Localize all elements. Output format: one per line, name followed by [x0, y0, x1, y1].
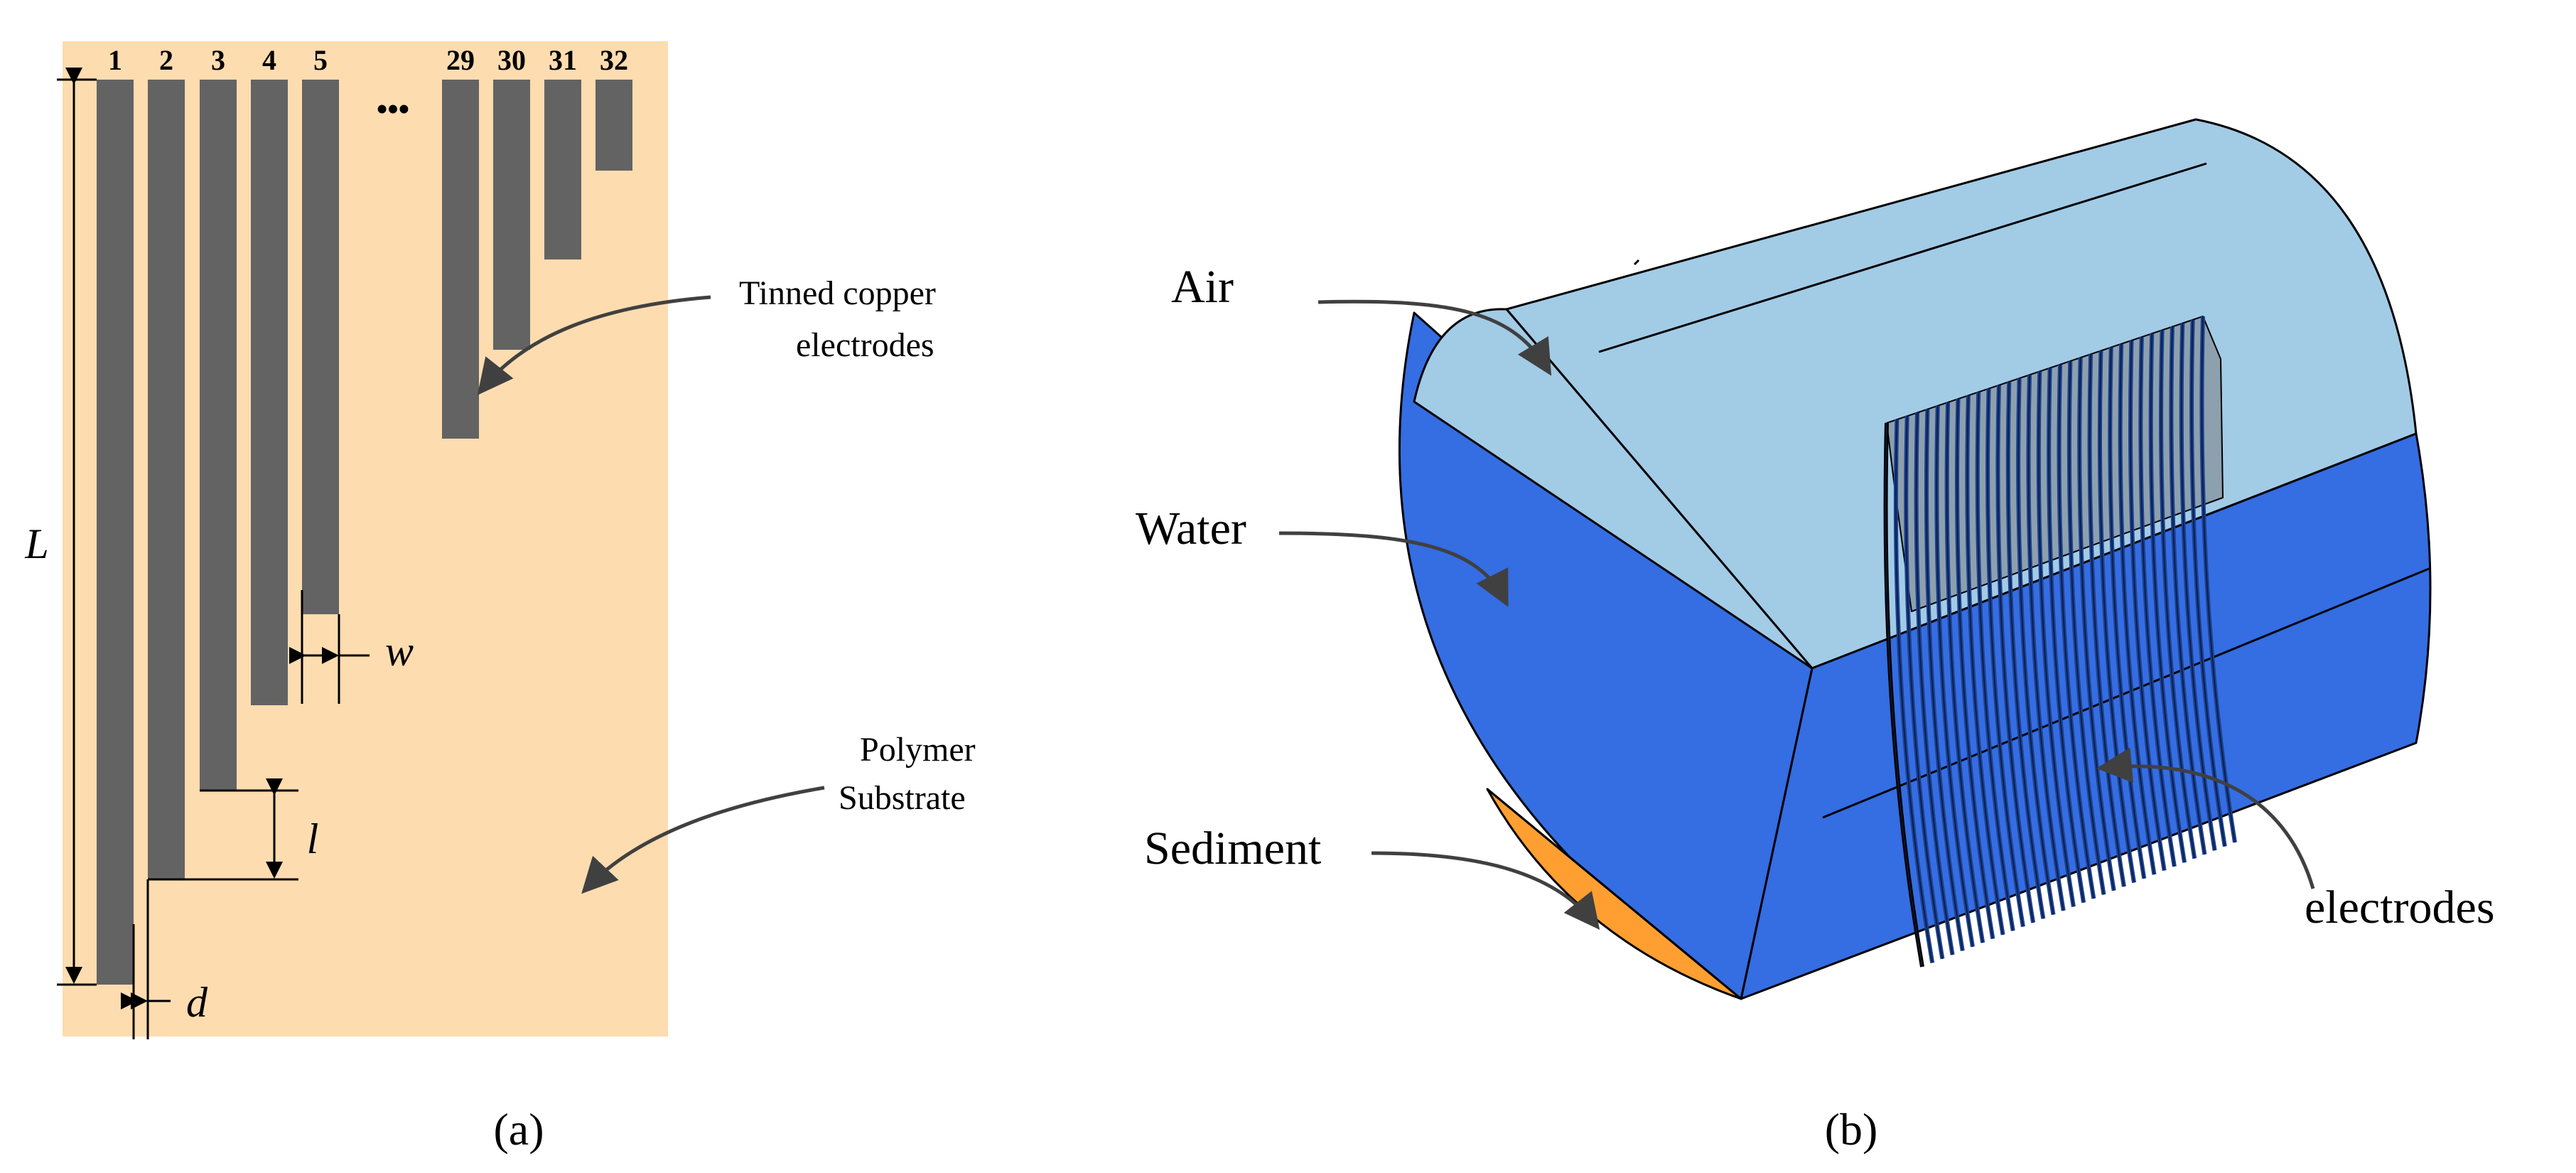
electrode-strip-29	[442, 80, 479, 439]
electrode-ring-edge	[1936, 405, 1973, 947]
electrode-number-29: 29	[446, 44, 475, 76]
electrode-ring-edge	[2170, 326, 2206, 855]
electrode-ring-edge	[2038, 371, 2074, 907]
electrode-ring-edge	[2140, 337, 2175, 867]
electrode-ring-edge	[1885, 422, 1923, 968]
electrode-ring-edge	[1915, 412, 1953, 955]
electrode-ring-edge	[2079, 358, 2115, 891]
electrode-number-3: 3	[211, 44, 225, 76]
polymer-substrate-arrow	[581, 786, 825, 894]
electrode-strip-4	[251, 80, 288, 705]
electrode-ring-edge	[2069, 360, 2105, 895]
electrode-ring-edge	[1926, 409, 1963, 951]
electrode-number-1: 1	[108, 44, 122, 76]
electrodes-arrow	[2096, 747, 2315, 889]
electrode-ring-edge	[2017, 378, 2054, 915]
electrode-ring-edge	[2201, 316, 2236, 843]
electrodes-3d	[1883, 316, 2237, 968]
air-label: Air	[1171, 261, 1234, 313]
sediment-arrow	[1371, 851, 1600, 930]
dimension-w	[289, 590, 370, 704]
sediment-label: Sediment	[1144, 823, 1321, 874]
tinned-electrodes-label: Tinned copper electrodes	[739, 274, 944, 364]
electrode-ring-edge	[2008, 381, 2044, 919]
electrode-strip-1	[97, 80, 134, 985]
electrode-ring-edge	[2160, 330, 2195, 859]
electrode-ring-edge	[1976, 392, 2014, 931]
electrode-ring-edge	[1895, 419, 1933, 963]
electrode-strips	[97, 80, 632, 985]
dimension-L	[57, 68, 97, 986]
dimension-d-label: d	[186, 979, 208, 1026]
caption-b: (b)	[1825, 1104, 1878, 1155]
electrode-ring-edge	[1946, 402, 1983, 943]
electrode-ring-edge	[2181, 323, 2216, 851]
electrode-ring-edge	[1987, 388, 2024, 927]
electrode-strip-32	[596, 80, 632, 171]
dimension-l	[148, 778, 298, 881]
tinned-electrodes-arrow	[477, 295, 711, 395]
dimension-l-label: l	[307, 815, 319, 862]
electrode-ring-edge	[1956, 399, 1994, 939]
electrode-strip-3	[200, 80, 237, 791]
electrode-ring-edge	[1966, 395, 2004, 935]
electrode-strip-5	[302, 80, 339, 614]
air-top-surface	[1505, 118, 2418, 670]
panel-a: 1 2 3 4 5 29 30 31 32 ••• L w	[24, 41, 984, 1155]
electrodes-label: electrodes	[2305, 882, 2495, 933]
water-label: Water	[1136, 503, 1246, 555]
water-side-surface	[1740, 432, 2432, 1000]
electrode-number-4: 4	[262, 44, 276, 76]
electrode-ring-edge	[1905, 416, 1944, 959]
dimension-L-label: L	[24, 520, 48, 567]
electrode-ring-edge	[2027, 375, 2064, 911]
electrode-ring-edge	[2089, 354, 2125, 887]
water-arrow	[1278, 531, 1509, 607]
electrode-strip-30	[493, 80, 530, 350]
panel-b	[1398, 118, 2432, 1000]
electrode-ring-edge	[2119, 343, 2155, 875]
electrode-ring-edge	[2048, 368, 2084, 903]
dimension-d	[121, 879, 171, 1039]
electrode-ring-edge	[2058, 364, 2095, 899]
electrode-ring-edge	[2099, 350, 2135, 883]
electrode-strip-2	[148, 80, 185, 879]
air-front-face	[1413, 308, 1814, 670]
electrode-ring-edge	[1997, 385, 2034, 923]
electrode-number-5: 5	[313, 44, 328, 76]
electrode-number-30: 30	[497, 44, 526, 76]
electrode-ring-edge	[2109, 347, 2145, 879]
electrode-ring-edge	[2130, 340, 2165, 871]
electrode-numbers: 1 2 3 4 5 29 30 31 32	[108, 44, 628, 76]
electrode-ring-edge	[2150, 333, 2185, 863]
electrode-number-31: 31	[549, 44, 577, 76]
dimension-w-label: w	[385, 628, 414, 675]
electrode-ring-edge	[2191, 319, 2226, 847]
electrode-ellipsis: •••	[377, 92, 409, 127]
caption-a: (a)	[493, 1104, 544, 1155]
electrode-number-32: 32	[600, 44, 628, 76]
electrode-strip-31	[544, 80, 581, 259]
air-arrow	[1317, 299, 1552, 376]
electrode-number-2: 2	[159, 44, 173, 76]
polymer-substrate-label: Polymer Substrate	[839, 731, 984, 817]
panel-b-labels: Air Water Sediment electrodes (b)	[1136, 261, 2495, 1155]
